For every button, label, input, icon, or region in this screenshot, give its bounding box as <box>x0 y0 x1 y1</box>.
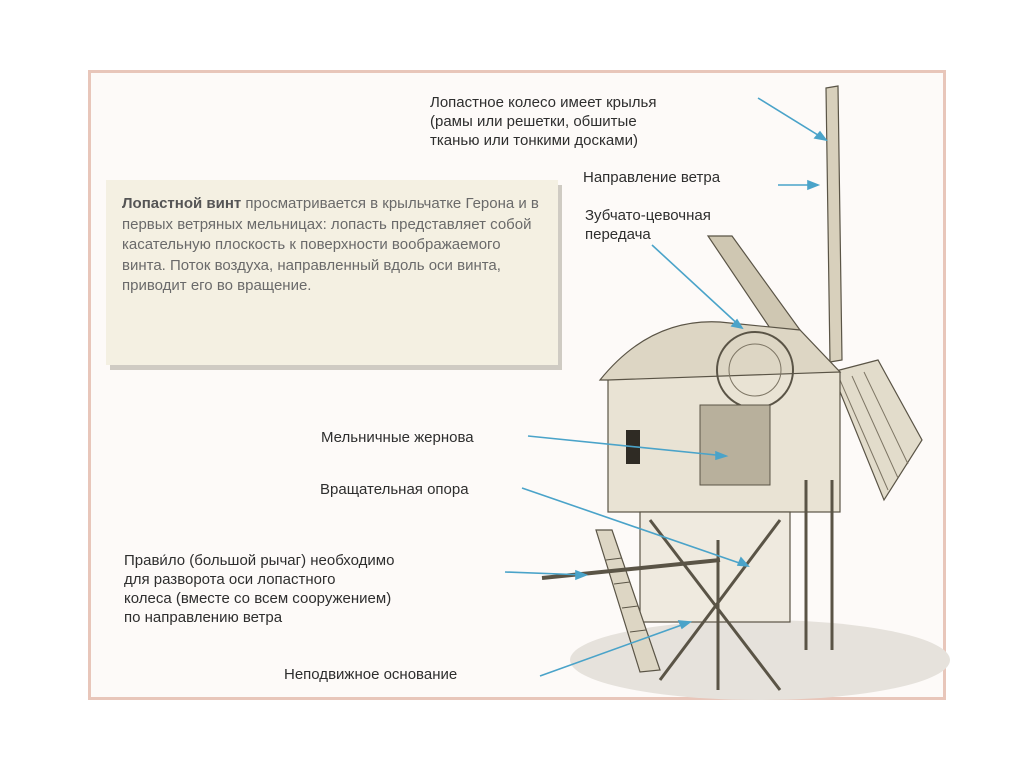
leader-line-paddle-wheel <box>758 98 826 140</box>
label-rotating-support: Вращательная опора <box>320 480 469 499</box>
label-paddle-wheel: Лопастное колесо имеет крылья (рамы или … <box>430 93 656 150</box>
mill-roof <box>600 322 840 380</box>
label-gear-drive: Зубчато-цевочная передача <box>585 206 711 244</box>
windmill-mast <box>826 86 842 362</box>
label-fixed-base: Неподвижное основание <box>284 665 457 684</box>
label-lever: Прави́ло (большой рычаг) необходимо для … <box>124 551 394 627</box>
label-millstones: Мельничные жернова <box>321 428 474 447</box>
mill-interior <box>700 405 770 485</box>
label-wind-direction: Направление ветра <box>583 168 720 187</box>
windmill-wing-right <box>832 360 922 500</box>
